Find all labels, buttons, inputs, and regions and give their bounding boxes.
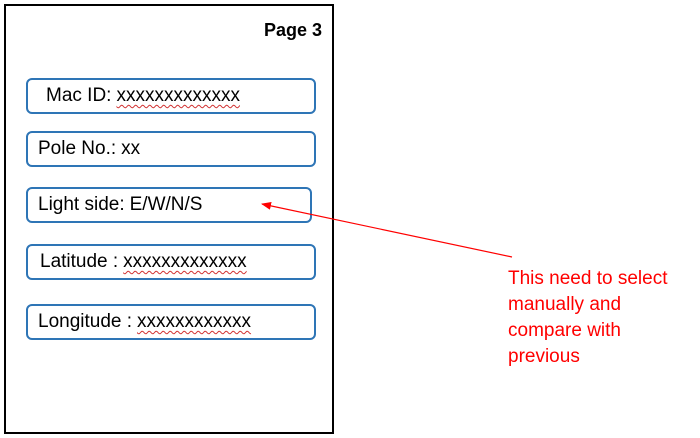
light-side-label: Light side: — [38, 194, 125, 215]
annotation-line-2: manually and — [508, 294, 622, 315]
mac-id-field[interactable]: Mac ID: xxxxxxxxxxxxx — [26, 78, 316, 114]
pole-no-value: xx — [121, 138, 141, 159]
light-side-value: E/W/N/S — [129, 194, 203, 215]
latitude-value: xxxxxxxxxxxxx — [123, 251, 247, 272]
annotation-line-3: compare with — [508, 320, 621, 341]
longitude-value: xxxxxxxxxxxx — [137, 311, 252, 332]
annotation-note: This need to select manually and compare… — [508, 266, 698, 370]
longitude-label: Longitude : — [38, 311, 133, 332]
mac-id-value: xxxxxxxxxxxxx — [116, 85, 240, 106]
page-frame: Page 3 Mac ID: xxxxxxxxxxxxx Pole No.: x… — [4, 4, 334, 434]
light-side-field[interactable]: Light side: E/W/N/S — [26, 187, 312, 223]
pole-no-field[interactable]: Pole No.: xx — [26, 131, 316, 167]
latitude-field[interactable]: Latitude : xxxxxxxxxxxxx — [26, 244, 316, 280]
pole-no-label: Pole No.: — [38, 138, 117, 159]
mac-id-label: Mac ID: — [46, 85, 112, 106]
annotation-line-1: This need to select — [508, 268, 668, 289]
page-title: Page 3 — [263, 20, 322, 40]
longitude-field[interactable]: Longitude : xxxxxxxxxxxx — [26, 304, 316, 340]
annotation-line-4: previous — [508, 346, 580, 367]
latitude-label: Latitude : — [40, 251, 119, 272]
